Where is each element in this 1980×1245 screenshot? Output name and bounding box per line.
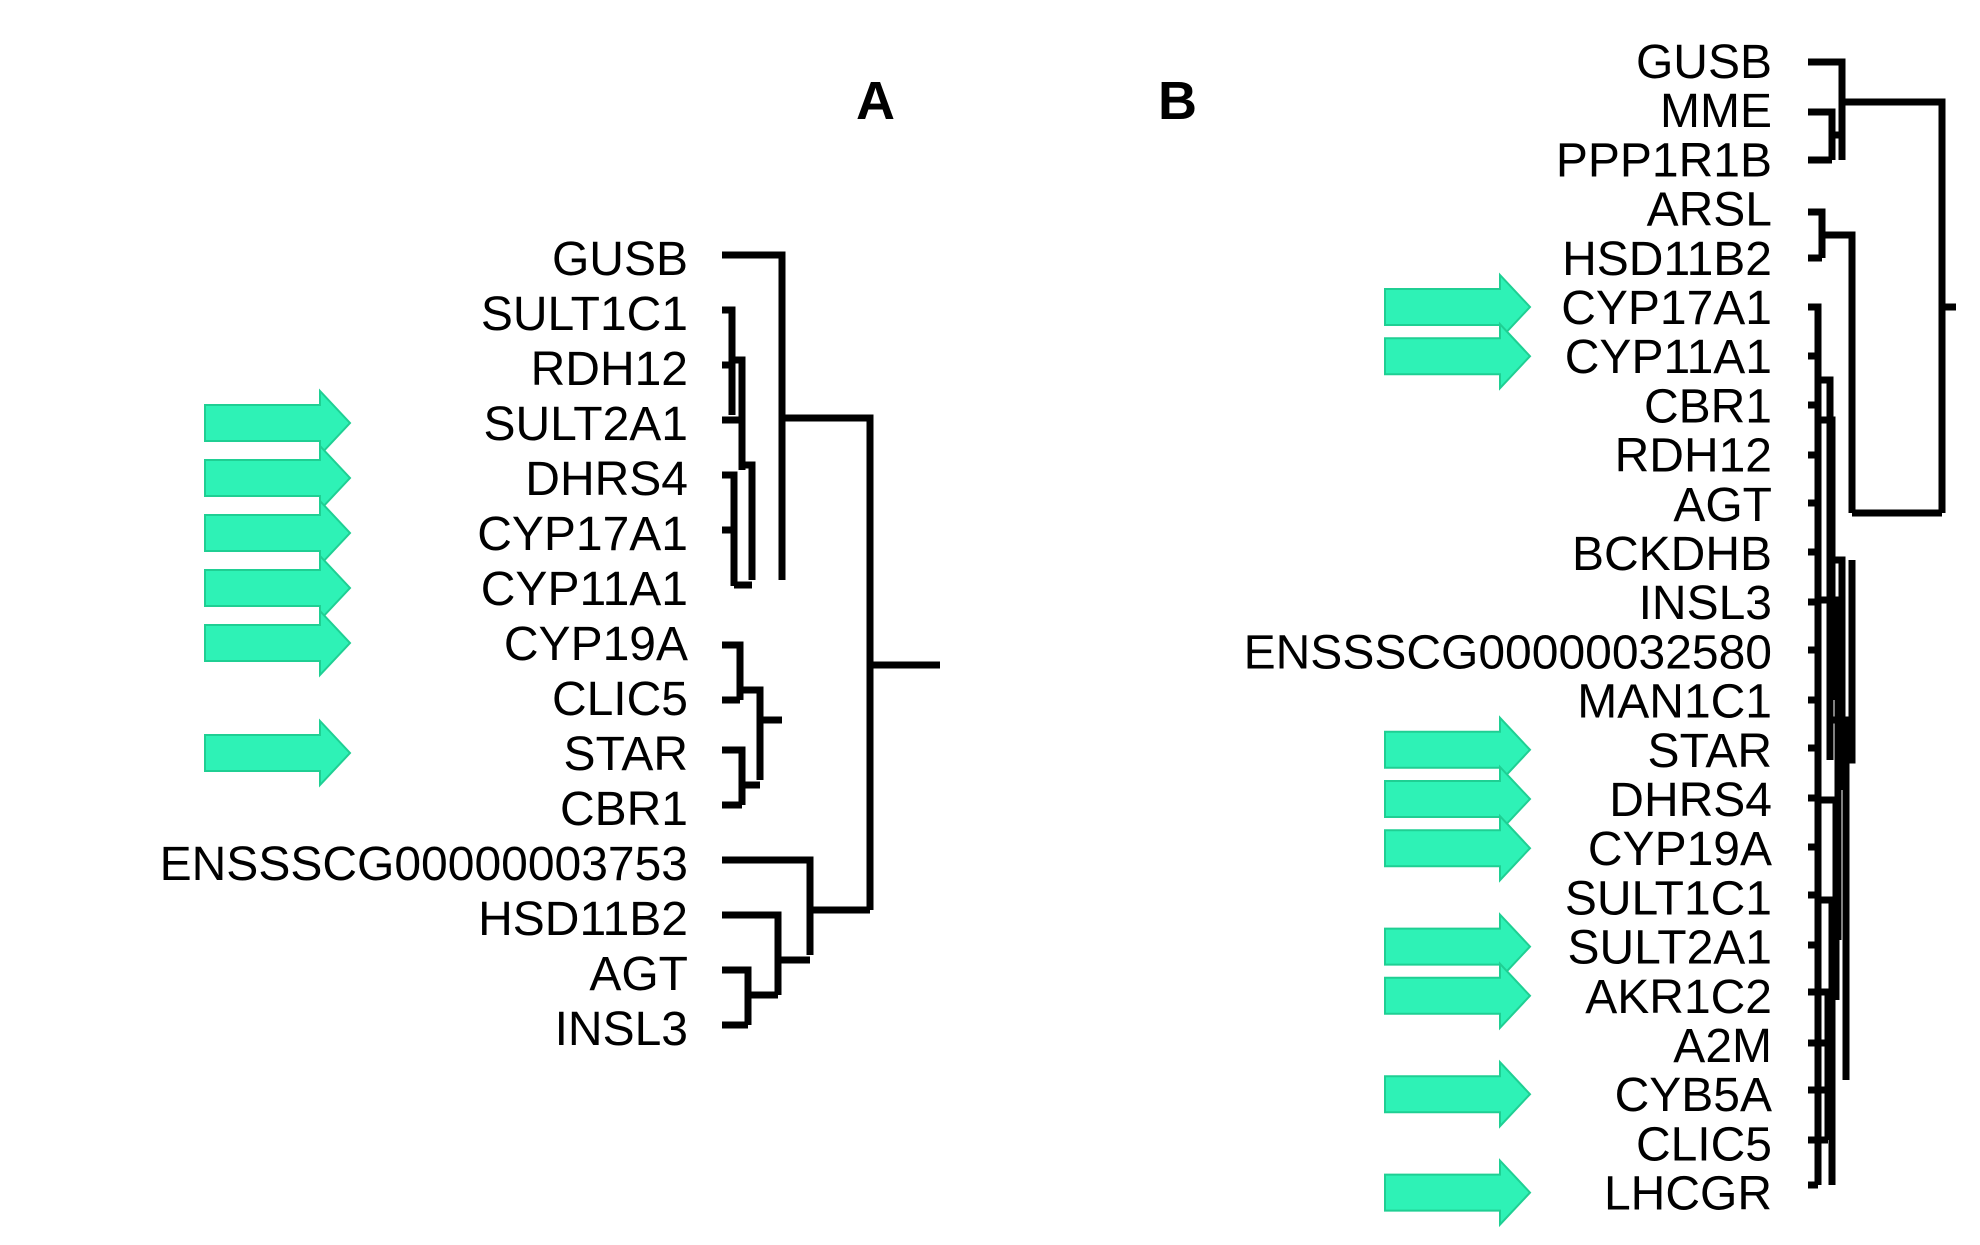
- panel-a-gene-label: CYP11A1: [481, 563, 688, 616]
- panel-b-gene-label: CBR1: [1644, 380, 1772, 433]
- panel-b-gene-label: AGT: [1673, 479, 1772, 532]
- highlight-arrow-icon: [1384, 764, 1532, 834]
- highlight-arrow-icon: [204, 498, 352, 568]
- panel-b-gene-label: GUSB: [1636, 36, 1772, 89]
- panel-b-gene-label: CLIC5: [1636, 1118, 1772, 1171]
- panel-b-gene-label: INSL3: [1639, 577, 1772, 630]
- highlight-arrow-icon: [1384, 272, 1532, 342]
- panel-a-gene-label: RDH12: [531, 343, 688, 396]
- panel-a-label: A: [856, 71, 895, 131]
- panel-a: GUSBSULT1C1RDH12SULT2A1DHRS4CYP17A1CYP11…: [160, 233, 940, 1056]
- highlight-arrow-icon: [1384, 715, 1532, 785]
- panel-a-gene-label: CYP19A: [504, 618, 688, 671]
- panel-b-gene-label: DHRS4: [1609, 774, 1772, 827]
- panel-a-gene-label: STAR: [564, 728, 688, 781]
- panel-b-gene-label: SULT2A1: [1567, 922, 1772, 975]
- panel-a-gene-label: HSD11B2: [478, 893, 688, 946]
- panel-b-gene-label: RDH12: [1615, 430, 1772, 483]
- panel-b-gene-label: PPP1R1B: [1556, 134, 1772, 187]
- panel-b-gene-label: SULT1C1: [1565, 872, 1772, 925]
- panel-b-gene-label: HSD11B2: [1562, 233, 1772, 286]
- panel-b-gene-label: A2M: [1673, 1020, 1772, 1073]
- panel-b: GUSBMMEPPP1R1BARSLHSD11B2CYP17A1CYP11A1C…: [1244, 36, 1956, 1228]
- panel-b-gene-label: ARSL: [1647, 184, 1772, 237]
- panel-a-dendrogram-tree: [722, 251, 940, 1029]
- highlight-arrow-icon: [204, 388, 352, 458]
- panel-a-gene-label: SULT2A1: [483, 398, 688, 451]
- panel-b-gene-label: BCKDHB: [1572, 528, 1772, 581]
- highlight-arrow-icon: [1384, 1059, 1532, 1129]
- panel-b-gene-label: MME: [1660, 85, 1772, 138]
- panel-a-gene-label: INSL3: [555, 1003, 688, 1056]
- panel-b-gene-label: AKR1C2: [1585, 971, 1772, 1024]
- highlight-arrow-icon: [1384, 912, 1532, 982]
- panel-b-gene-label: CYP17A1: [1561, 282, 1772, 335]
- panel-b-gene-label: CYP11A1: [1565, 331, 1772, 384]
- panel-b-gene-label: STAR: [1648, 725, 1772, 778]
- panel-a-gene-label: AGT: [589, 948, 688, 1001]
- panel-a-gene-label: CYP17A1: [477, 508, 688, 561]
- highlight-arrow-icon: [204, 553, 352, 623]
- panel-a-gene-label: GUSB: [552, 233, 688, 286]
- panel-b-gene-label: ENSSSCG00000032580: [1244, 626, 1772, 679]
- highlight-arrow-icon: [204, 443, 352, 513]
- panel-a-gene-label: CLIC5: [552, 673, 688, 726]
- panel-a-gene-label: SULT1C1: [481, 288, 688, 341]
- highlight-arrow-icon: [1384, 813, 1532, 883]
- highlight-arrow-icon: [1384, 1158, 1532, 1228]
- panel-a-gene-label: CBR1: [560, 783, 688, 836]
- panel-b-dendrogram-tree: [1808, 58, 1956, 1189]
- panel-b-gene-label: LHCGR: [1604, 1168, 1772, 1221]
- highlight-arrow-icon: [204, 718, 352, 788]
- panel-b-highlight-arrows: [1384, 272, 1532, 1228]
- panel-b-gene-label: CYB5A: [1615, 1069, 1772, 1122]
- highlight-arrow-icon: [204, 608, 352, 678]
- panel-a-highlight-arrows: [204, 388, 352, 788]
- panel-b-label: B: [1158, 71, 1197, 131]
- highlight-arrow-icon: [1384, 321, 1532, 391]
- panel-a-gene-label: ENSSSCG00000003753: [160, 838, 688, 891]
- highlight-arrow-icon: [1384, 961, 1532, 1031]
- panel-b-gene-label: CYP19A: [1588, 823, 1772, 876]
- panel-b-gene-labels: GUSBMMEPPP1R1BARSLHSD11B2CYP17A1CYP11A1C…: [1244, 36, 1772, 1221]
- panel-a-gene-label: DHRS4: [525, 453, 688, 506]
- panel-b-gene-label: MAN1C1: [1577, 676, 1772, 729]
- panel-a-gene-labels: GUSBSULT1C1RDH12SULT2A1DHRS4CYP17A1CYP11…: [160, 233, 688, 1056]
